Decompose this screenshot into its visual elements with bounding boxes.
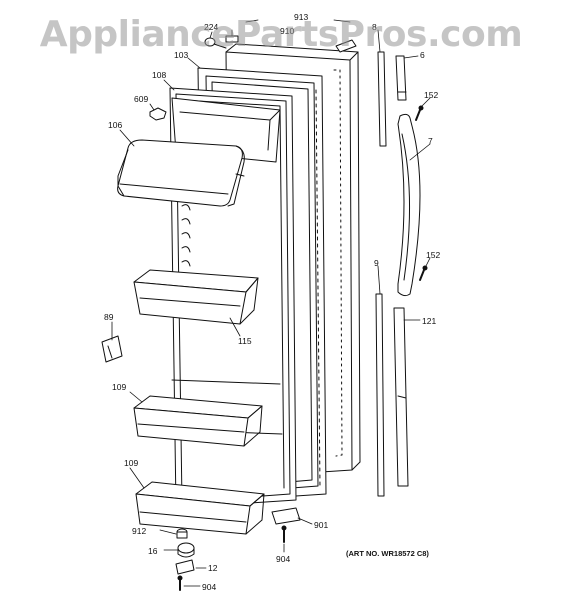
callout-109-lower: 109: [124, 458, 138, 468]
callout-904-bottom: 904: [202, 582, 216, 592]
part-12: [175, 559, 195, 575]
callout-609: 609: [134, 94, 148, 104]
leader-lines: [111, 19, 431, 587]
callout-901: 901: [314, 520, 328, 530]
door-bin-middle: [133, 395, 263, 447]
handle-trim-bottom: [375, 293, 385, 497]
top-bracket: [335, 39, 357, 53]
callout-913: 913: [294, 12, 308, 22]
callout-152-bottom: 152: [426, 250, 440, 260]
callout-6: 6: [420, 50, 425, 60]
callout-7: 7: [428, 136, 433, 146]
screw-904-bottom: [177, 575, 183, 591]
callout-8: 8: [372, 22, 377, 32]
callout-16: 16: [148, 546, 158, 556]
hinge-part-224: [204, 37, 227, 49]
callout-152-top: 152: [424, 90, 438, 100]
part-16: [177, 542, 195, 558]
callout-12: 12: [208, 563, 218, 573]
dairy-door: [117, 139, 245, 207]
callout-910: 910: [280, 26, 294, 36]
callout-9: 9: [374, 258, 379, 268]
part-609: [149, 107, 167, 121]
screw-904-right: [281, 525, 287, 543]
screw-152-bottom: [419, 265, 428, 281]
part-910: [225, 35, 239, 43]
handle-trim-top: [377, 51, 387, 147]
screw-152-top: [415, 105, 424, 121]
callout-121: 121: [422, 316, 436, 326]
handle-cap-top: [395, 55, 407, 101]
callout-108: 108: [152, 70, 166, 80]
callout-912: 912: [132, 526, 146, 536]
callout-labels: 913 224 910 103 8 6 108 609 152 106 7 9 …: [104, 12, 440, 592]
handle-cap-bottom: [393, 307, 409, 487]
art-number: (ART NO. WR18572 C8): [346, 549, 429, 558]
callout-106: 106: [108, 120, 122, 130]
door-bin-upper: [133, 269, 259, 325]
callout-224: 224: [204, 22, 218, 32]
callout-115: 115: [238, 336, 252, 346]
door-bin-lower: [135, 481, 265, 535]
door-handle: [397, 113, 421, 297]
callout-109-middle: 109: [112, 382, 126, 392]
callout-904-right: 904: [276, 554, 290, 564]
callout-89: 89: [104, 312, 114, 322]
callout-103: 103: [174, 50, 188, 60]
part-89: [101, 335, 123, 363]
part-901: [271, 507, 301, 525]
part-912: [176, 528, 188, 539]
